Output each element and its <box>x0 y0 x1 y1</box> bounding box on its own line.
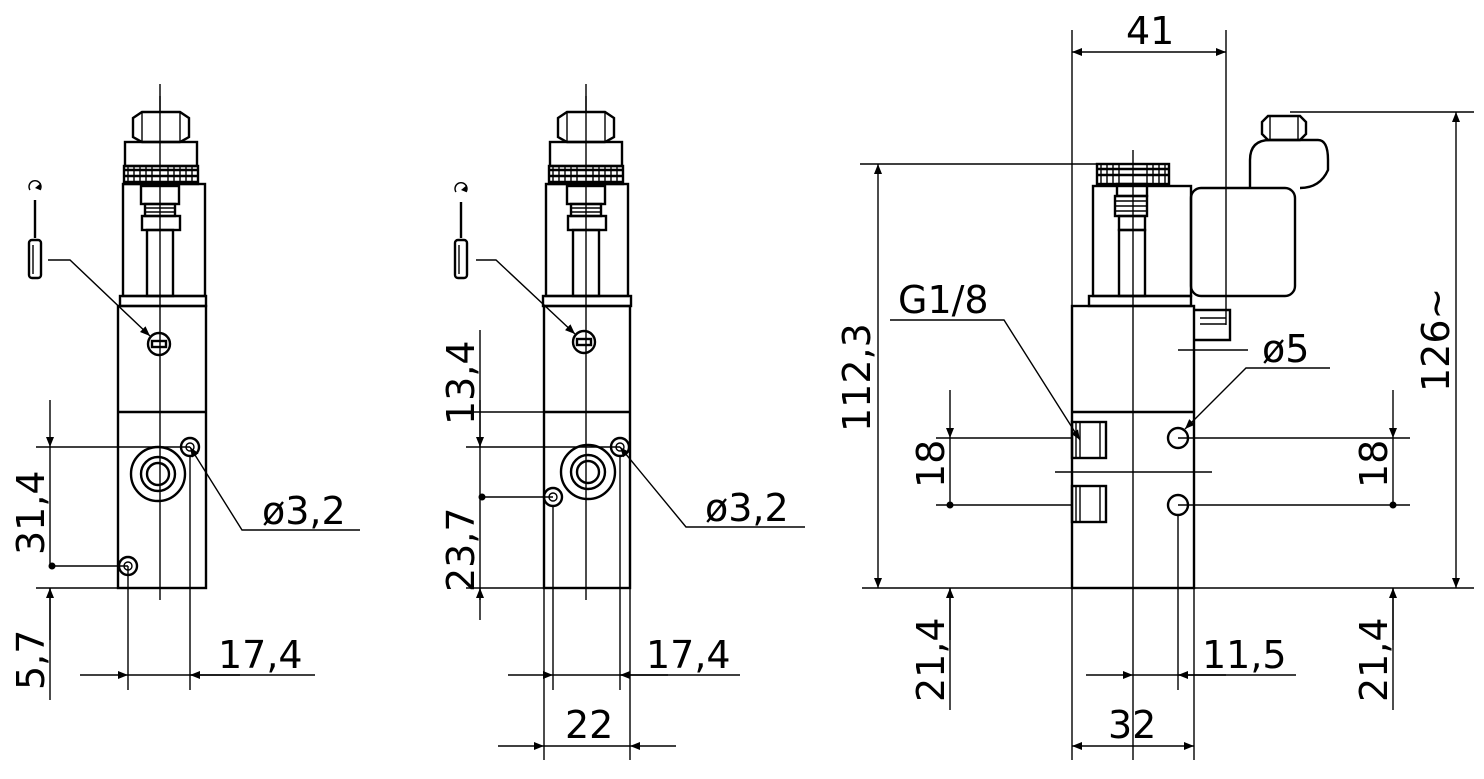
right-dim-18-left: 18 <box>909 440 953 488</box>
right-dim-g18: G1/8 <box>898 278 989 322</box>
screwdriver-icon <box>27 180 43 280</box>
middle-dim-hole: ø3,2 <box>705 486 789 530</box>
right-dim-21-4-left: 21,4 <box>909 617 953 702</box>
middle-dim-17-4: 17,4 <box>646 633 731 677</box>
right-dim-112-3: 112,3 <box>835 323 879 432</box>
middle-override-screw <box>571 329 597 355</box>
right-dim-hole: ø5 <box>1262 327 1309 371</box>
middle-dim-23-7: 23,7 <box>439 507 483 592</box>
right-dim-18-right: 18 <box>1352 440 1396 488</box>
right-dim-32: 32 <box>1108 703 1156 747</box>
right-dim-11-5: 11,5 <box>1202 633 1287 677</box>
right-coil <box>1087 114 1330 342</box>
right-dim-21-4-right: 21,4 <box>1352 617 1396 702</box>
middle-dim-22: 22 <box>565 703 613 747</box>
middle-actuator <box>541 96 633 308</box>
right-dim-41: 41 <box>1126 9 1174 53</box>
left-dim-31-4: 31,4 <box>9 470 53 555</box>
left-override-screw <box>146 331 172 357</box>
middle-dim-13-4: 13,4 <box>439 340 483 425</box>
screwdriver-icon <box>453 182 469 280</box>
left-dim-5-7: 5,7 <box>9 630 53 690</box>
right-view: 41 112,3 126~ G1/8 ø5 18 21,4 <box>835 9 1474 760</box>
left-dim-hole: ø3,2 <box>262 489 346 533</box>
left-actuator <box>118 96 208 308</box>
right-dim-126: 126~ <box>1414 288 1458 392</box>
left-dim-17-4: 17,4 <box>218 633 303 677</box>
middle-view: ø3,2 13,4 23,7 17,4 22 <box>439 84 805 760</box>
left-view: ø3,2 31,4 5,7 17,4 <box>9 84 360 700</box>
